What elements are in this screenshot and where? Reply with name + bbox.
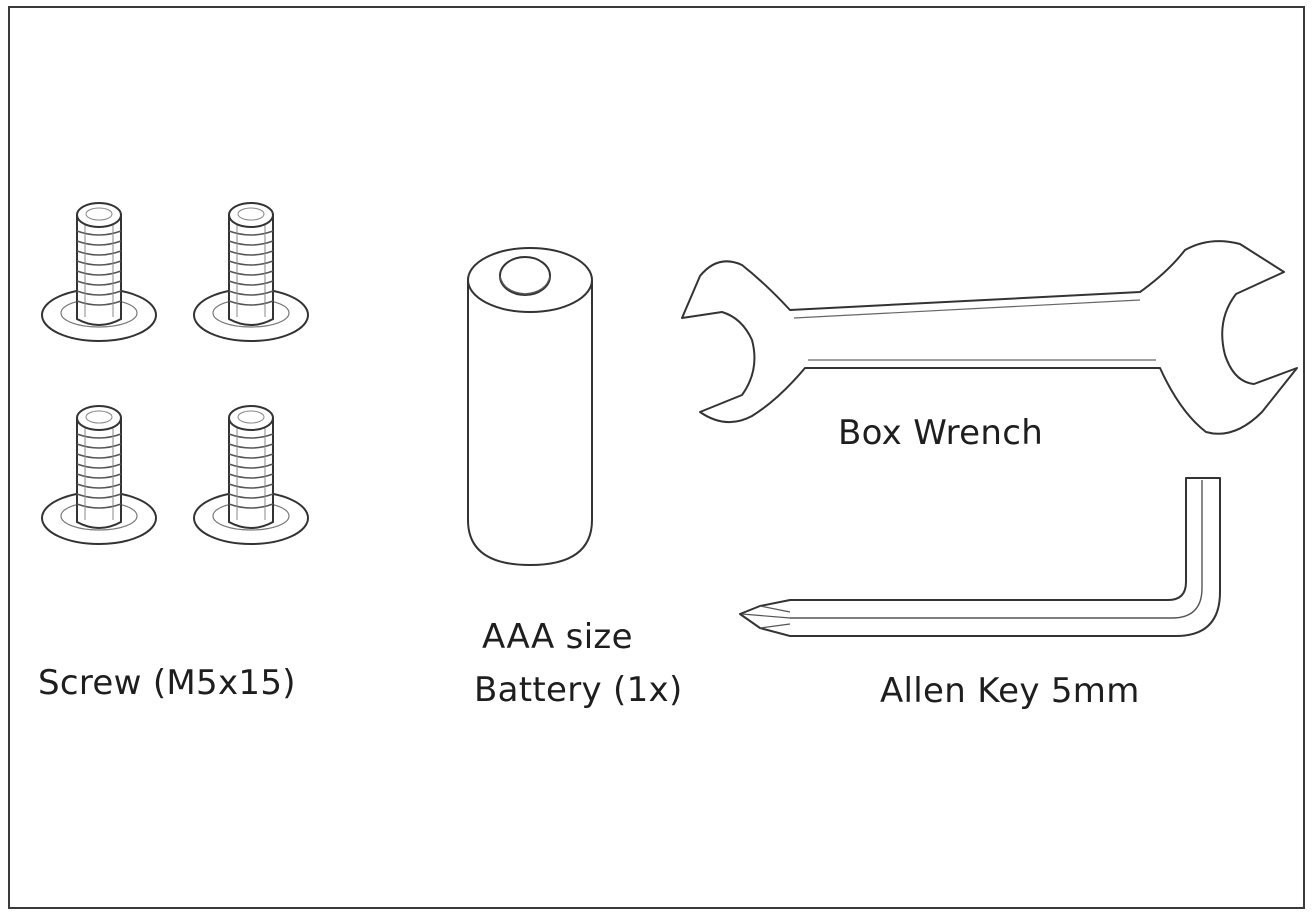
- screw-label: Screw (M5x15): [38, 663, 296, 703]
- screw-icon-1: [41, 202, 157, 342]
- battery-label-line1: AAA size: [482, 617, 633, 657]
- allen-key-icon: [739, 477, 1221, 637]
- wrench-icon: [681, 240, 1298, 435]
- screw-icon-2: [193, 202, 309, 342]
- screw-icon-3: [41, 405, 157, 545]
- battery-label-line2: Battery (1x): [474, 670, 683, 710]
- wrench-label: Box Wrench: [838, 413, 1044, 453]
- parts-diagram-frame: [8, 6, 1305, 909]
- screw-icon-4: [193, 405, 309, 545]
- battery-icon: [467, 247, 593, 567]
- allen-key-label: Allen Key 5mm: [880, 671, 1140, 711]
